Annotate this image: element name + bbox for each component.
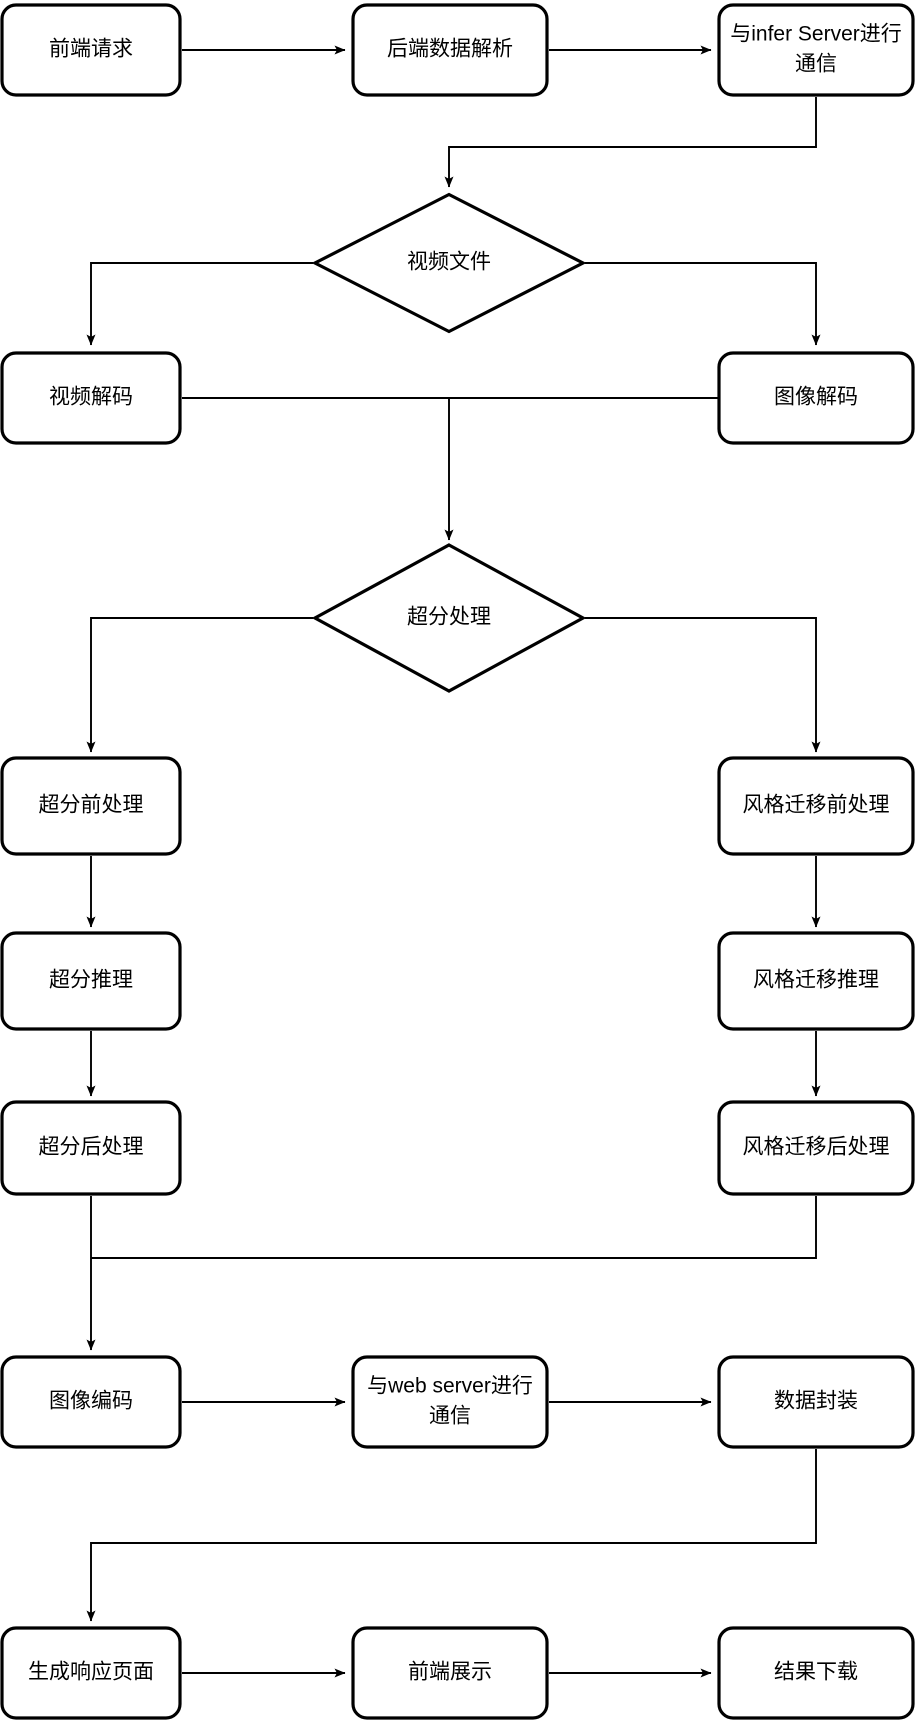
flow-edge-d2-to-n7	[585, 617, 821, 753]
process-shape	[0, 1355, 182, 1449]
flow-node-label: 超分处理	[407, 606, 491, 629]
flow-node-label: 与infer Server进行	[730, 23, 902, 46]
flow-node-label: 前端展示	[408, 1661, 492, 1684]
process-shape	[717, 756, 915, 856]
process-shape	[351, 1626, 549, 1720]
process-shape	[0, 1100, 182, 1196]
flow-edge-d2-to-n6	[86, 617, 313, 753]
flow-node-n14[interactable]: 数据封装	[717, 1355, 915, 1449]
flow-edge-n14-to-n15	[86, 1449, 817, 1622]
flow-edge-n3-to-d1	[444, 97, 817, 188]
flow-node-label: 超分后处理	[39, 1136, 144, 1159]
edges-layer	[86, 45, 821, 1678]
process-shape	[0, 3, 182, 97]
flow-node-label: 与web server进行	[367, 1375, 533, 1398]
flow-edge-n11-to-n12	[91, 1196, 817, 1259]
process-shape	[0, 351, 182, 445]
decision-shape	[311, 543, 587, 693]
flow-node-n9[interactable]: 风格迁移推理	[717, 931, 915, 1031]
flow-edge-d1-to-n5	[585, 262, 821, 346]
process-shape	[0, 1626, 182, 1720]
process-shape	[717, 351, 915, 445]
flow-node-label: 数据封装	[774, 1390, 858, 1413]
flow-node-label: 图像编码	[49, 1390, 133, 1413]
flow-node-n4[interactable]: 视频解码	[0, 351, 182, 445]
process-shape	[0, 931, 182, 1031]
flow-edge-n4-to-d2	[182, 397, 454, 541]
flow-node-label: 视频解码	[49, 386, 133, 409]
flow-node-n15[interactable]: 生成响应页面	[0, 1626, 182, 1720]
flow-node-label: 风格迁移前处理	[743, 794, 890, 817]
flow-node-label: 风格迁移推理	[753, 969, 879, 992]
flow-edge-d1-to-n4	[86, 262, 313, 346]
flow-node-n17[interactable]: 结果下载	[717, 1626, 915, 1720]
nodes-layer: 前端请求后端数据解析与infer Server进行通信视频文件视频解码图像解码超…	[0, 3, 915, 1720]
process-shape	[0, 756, 182, 856]
process-shape	[717, 931, 915, 1031]
flow-node-n1[interactable]: 前端请求	[0, 3, 182, 97]
flow-node-n2[interactable]: 后端数据解析	[351, 3, 549, 97]
process-shape	[717, 1355, 915, 1449]
flow-node-n16[interactable]: 前端展示	[351, 1626, 549, 1720]
flow-node-d1[interactable]: 视频文件	[311, 192, 587, 334]
flow-node-d2[interactable]: 超分处理	[311, 543, 587, 693]
flow-node-n6[interactable]: 超分前处理	[0, 756, 182, 856]
flow-node-n11[interactable]: 风格迁移后处理	[717, 1100, 915, 1196]
process-shape	[351, 3, 549, 97]
flow-node-label: 后端数据解析	[387, 38, 513, 61]
flow-node-n7[interactable]: 风格迁移前处理	[717, 756, 915, 856]
flow-node-label: 通信	[795, 53, 837, 76]
process-shape	[717, 1100, 915, 1196]
flow-node-label: 图像解码	[774, 386, 858, 409]
flow-node-n12[interactable]: 图像编码	[0, 1355, 182, 1449]
process-shape	[717, 3, 915, 97]
decision-shape	[311, 192, 587, 334]
flow-node-label: 超分前处理	[39, 794, 144, 817]
flow-node-n5[interactable]: 图像解码	[717, 351, 915, 445]
flow-node-label: 生成响应页面	[28, 1661, 154, 1684]
flow-node-n8[interactable]: 超分推理	[0, 931, 182, 1031]
flow-node-label: 通信	[429, 1405, 471, 1428]
flow-node-label: 前端请求	[49, 38, 133, 61]
flow-node-label: 超分推理	[49, 969, 133, 992]
flow-node-n10[interactable]: 超分后处理	[0, 1100, 182, 1196]
flow-node-label: 视频文件	[407, 251, 491, 274]
flow-node-label: 风格迁移后处理	[743, 1136, 890, 1159]
process-shape	[351, 1355, 549, 1449]
flow-node-label: 结果下载	[774, 1661, 858, 1684]
process-shape	[717, 1626, 915, 1720]
